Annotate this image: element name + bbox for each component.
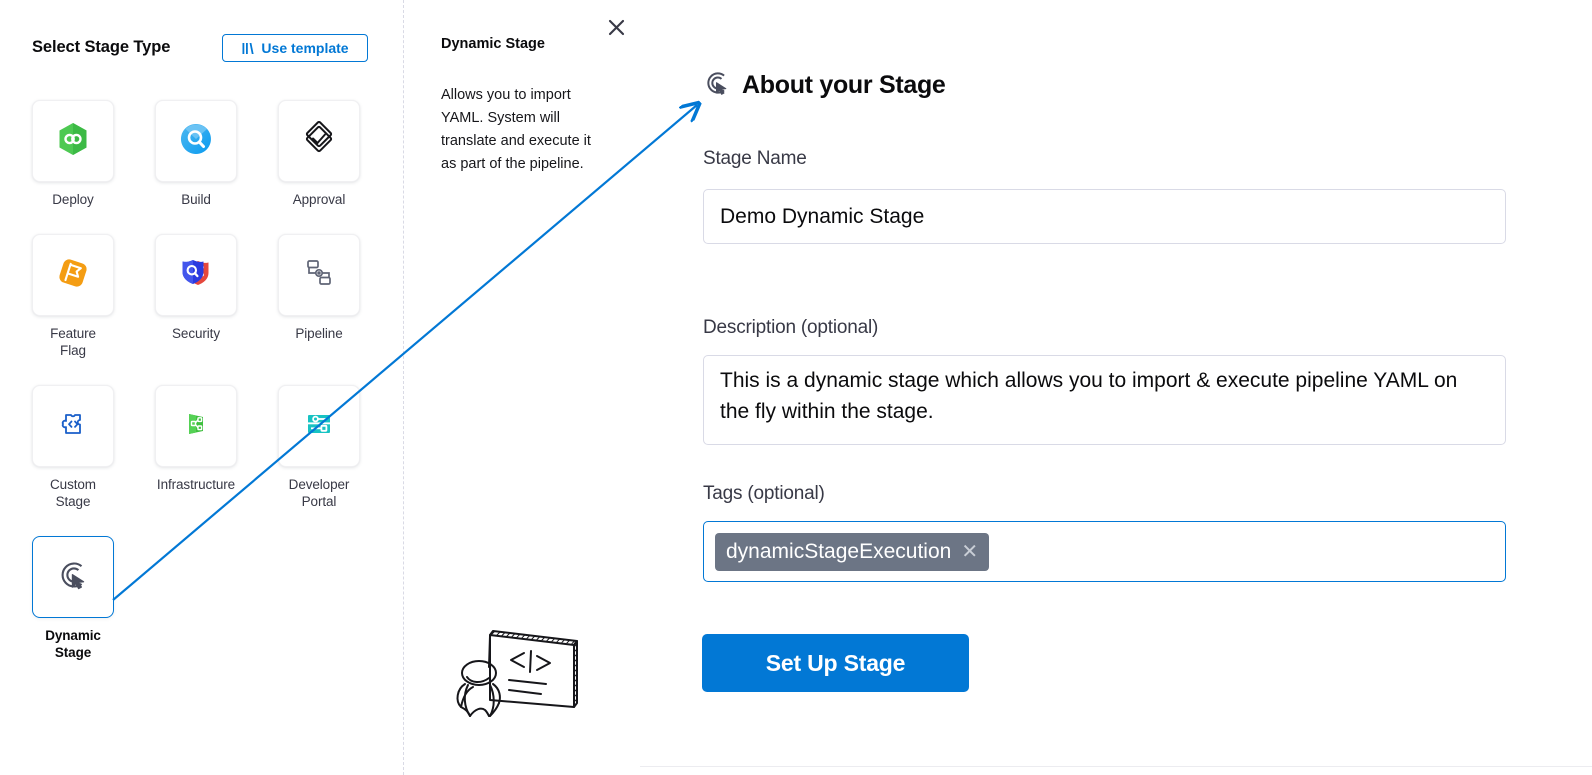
stage-info-title: Dynamic Stage [441,36,545,52]
stage-grid-row: Feature Flag [32,234,372,359]
stage-grid-row: Custom Stage [32,385,372,510]
tags-label: Tags (optional) [703,483,825,505]
stage-cell-approval: Approval [278,100,360,208]
dynamic-stage-target-cursor-icon [55,557,91,598]
stage-label-feature-flag: Feature Flag [50,325,96,359]
use-template-button[interactable]: Use template [222,34,368,62]
tag-remove-icon[interactable]: ✕ [961,542,978,562]
about-header: About your Stage [702,68,946,103]
developer-portal-panel-icon [302,407,336,446]
close-icon[interactable] [603,14,629,40]
select-stage-type-panel: Select Stage Type Use template [0,0,403,775]
stage-grid-row: Deploy [32,100,372,208]
pipeline-nodes-icon [302,256,336,295]
security-shields-icon [177,254,215,297]
description-textarea[interactable]: This is a dynamic stage which allows you… [703,355,1506,445]
stage-label-approval: Approval [293,191,345,208]
about-your-stage-title: About your Stage [742,71,946,100]
bottom-divider [640,766,1592,767]
custom-stage-code-puzzle-icon [56,407,90,446]
tag-chip-label: dynamicStageExecution [726,540,951,564]
stage-card-pipeline[interactable] [278,234,360,316]
person-presenting-code-board-illustration [443,615,583,720]
build-magnifier-circle-icon [177,120,215,163]
stage-card-dynamic-stage[interactable] [32,536,114,618]
stage-cell-pipeline: Pipeline [278,234,360,359]
stage-cell-deploy: Deploy [32,100,114,208]
stage-grid-row: Dynamic Stage [32,536,372,661]
stage-label-security: Security [172,325,220,342]
stage-label-developer-portal: Developer Portal [289,476,350,510]
description-label: Description (optional) [703,317,878,339]
stage-cell-dynamic-stage: Dynamic Stage [32,536,114,661]
use-template-label: Use template [261,40,348,56]
stage-card-approval[interactable] [278,100,360,182]
stage-card-developer-portal[interactable] [278,385,360,467]
stage-type-grid: Deploy [32,100,372,687]
left-panel-header: Select Stage Type Use template [32,36,372,64]
stage-name-input[interactable] [703,189,1506,244]
stage-card-infrastructure[interactable] [155,385,237,467]
approval-diamond-check-icon [300,120,338,163]
deploy-hexagon-infinity-icon [54,120,92,163]
page-title: Select Stage Type [32,38,170,57]
template-icon [241,42,255,55]
stage-cell-build: Build [155,100,237,208]
dynamic-stage-target-cursor-icon [702,68,732,103]
about-your-stage-panel: About your Stage Stage Name Id : Demo_Dy… [640,0,1592,775]
stage-label-custom-stage: Custom Stage [50,476,96,510]
stage-label-dynamic-stage: Dynamic Stage [45,627,101,661]
stage-cell-feature-flag: Feature Flag [32,234,114,359]
set-up-stage-button[interactable]: Set Up Stage [702,634,969,692]
stage-card-custom-stage[interactable] [32,385,114,467]
tag-chip: dynamicStageExecution ✕ [715,533,989,571]
stage-cell-custom-stage: Custom Stage [32,385,114,510]
stage-label-build: Build [181,191,211,208]
stage-label-pipeline: Pipeline [295,325,342,342]
stage-card-security[interactable] [155,234,237,316]
stage-card-feature-flag[interactable] [32,234,114,316]
stage-label-infrastructure: Infrastructure [157,476,235,493]
tags-input[interactable]: dynamicStageExecution ✕ [703,521,1506,582]
stage-info-description: Allows you to import YAML. System will t… [441,84,601,176]
stage-cell-security: Security [155,234,237,359]
infrastructure-nodes-icon [179,407,213,446]
stage-name-label: Stage Name [703,148,807,170]
feature-flag-icon [54,254,92,297]
stage-card-deploy[interactable] [32,100,114,182]
stage-cell-infrastructure: Infrastructure [155,385,237,510]
stage-label-deploy: Deploy [52,191,93,208]
stage-card-build[interactable] [155,100,237,182]
stage-cell-developer-portal: Developer Portal [278,385,360,510]
